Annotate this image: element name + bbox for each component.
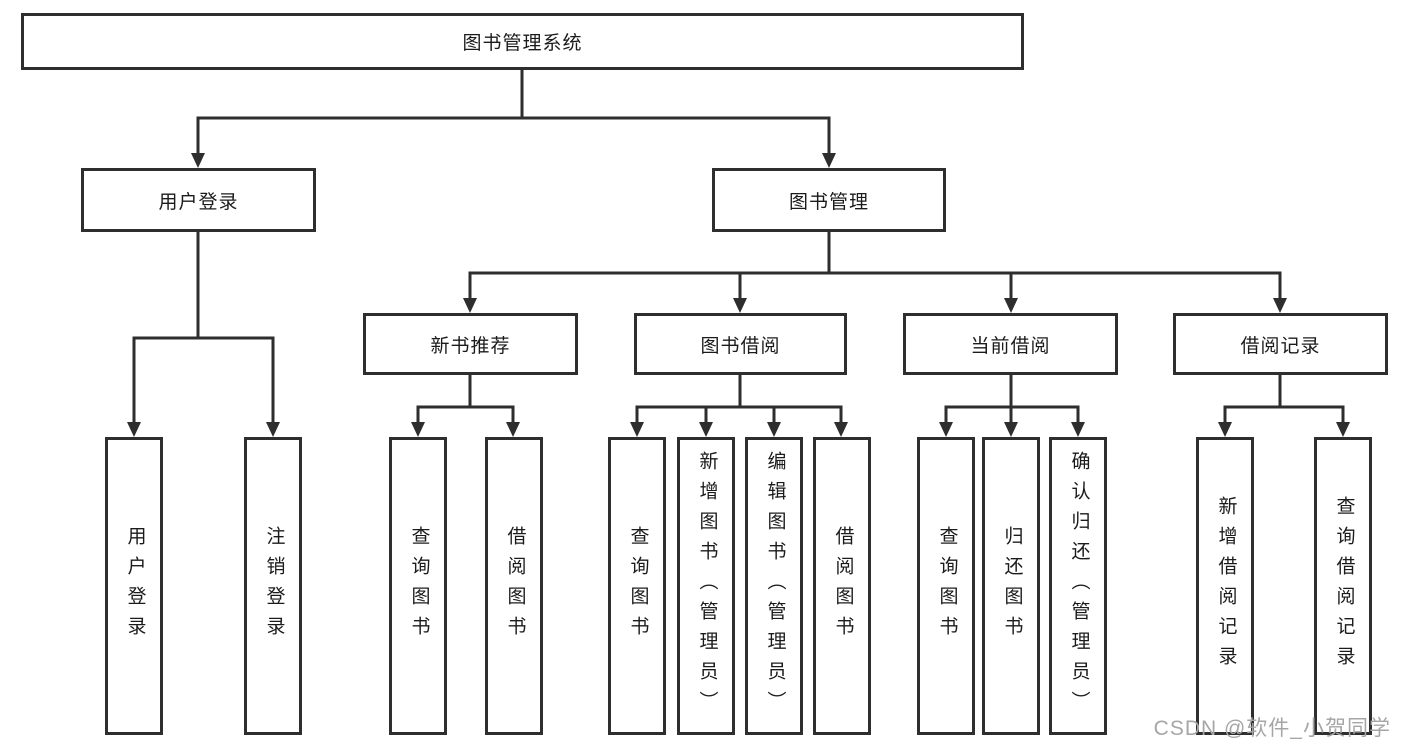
leaf-edit-books-admin: 编辑图书（管理员） [745,437,803,735]
leaf-logout-label: 注销登录 [263,526,285,646]
leaf-query-books-current: 查询图书 [917,437,975,735]
leaf-edit-books-admin-label: 编辑图书（管理员） [764,451,786,721]
csdn-watermark: CSDN @软件_小贺同学 [1153,717,1391,740]
node-user-login: 用户登录 [81,168,316,232]
node-book-management: 图书管理 [712,168,946,232]
leaf-user-login-label: 用户登录 [124,526,146,646]
node-current-borrowing: 当前借阅 [903,313,1118,375]
node-borrow-records: 借阅记录 [1173,313,1388,375]
leaf-user-login: 用户登录 [105,437,163,735]
leaf-borrow-books-recommend: 借阅图书 [485,437,543,735]
leaf-query-books-recommend-label: 查询图书 [408,526,430,646]
leaf-borrow-books-borrowing: 借阅图书 [813,437,871,735]
leaf-query-borrow-record: 查询借阅记录 [1314,437,1372,735]
leaf-logout: 注销登录 [244,437,302,735]
node-new-book-recommend: 新书推荐 [363,313,578,375]
leaf-query-books-borrowing-label: 查询图书 [627,526,649,646]
leaf-add-borrow-record-label: 新增借阅记录 [1215,496,1237,676]
leaf-query-books-borrowing: 查询图书 [608,437,666,735]
leaf-query-books-current-label: 查询图书 [936,526,958,646]
node-root-system: 图书管理系统 [21,13,1024,70]
leaf-add-borrow-record: 新增借阅记录 [1196,437,1254,735]
leaf-return-books: 归还图书 [982,437,1040,735]
leaf-borrow-books-recommend-label: 借阅图书 [504,526,526,646]
leaf-confirm-return-admin-label: 确认归还（管理员） [1068,451,1090,721]
leaf-borrow-books-borrowing-label: 借阅图书 [832,526,854,646]
leaf-add-books-admin-label: 新增图书（管理员） [696,451,718,721]
leaf-query-books-recommend: 查询图书 [389,437,447,735]
node-book-borrowing: 图书借阅 [634,313,847,375]
leaf-add-books-admin: 新增图书（管理员） [677,437,735,735]
leaf-query-borrow-record-label: 查询借阅记录 [1333,496,1355,676]
tree-edge-lines [132,70,1345,430]
leaf-return-books-label: 归还图书 [1001,526,1023,646]
leaf-confirm-return-admin: 确认归还（管理员） [1049,437,1107,735]
